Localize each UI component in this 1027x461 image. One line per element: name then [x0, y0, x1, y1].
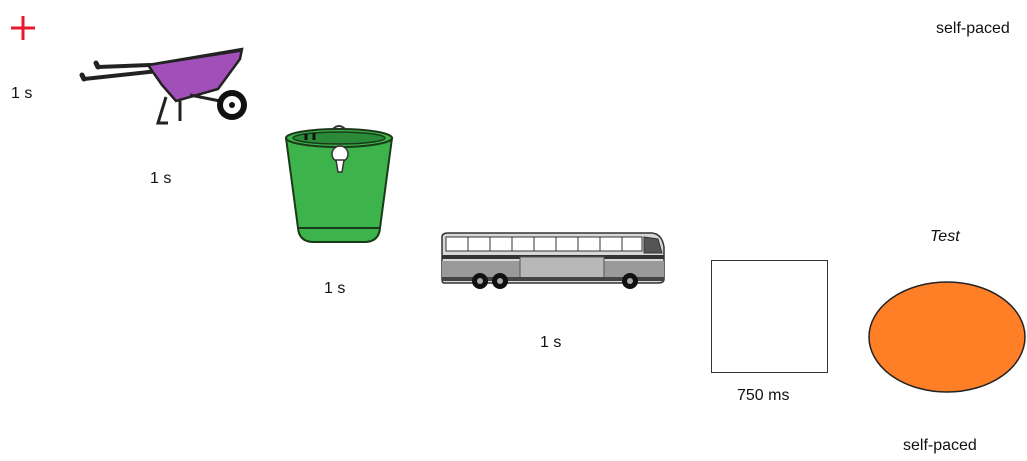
- blank-duration-label: 750 ms: [737, 387, 789, 405]
- bus-duration-label: 1 s: [540, 334, 561, 352]
- blank-screen-square: [711, 260, 828, 373]
- test-duration-label: self-paced: [903, 437, 977, 455]
- bus-icon: [440, 231, 666, 291]
- test-oval-icon: [868, 281, 1026, 393]
- top-right-self-paced-label: self-paced: [936, 20, 1010, 38]
- bucket-duration-label: 1 s: [324, 280, 345, 298]
- wheelbarrow-icon: [80, 45, 252, 129]
- wheelbarrow-duration-label: 1 s: [150, 170, 171, 188]
- test-label: Test: [930, 228, 960, 246]
- fixation-cross-icon: [11, 16, 35, 40]
- fixation-duration-label: 1 s: [11, 85, 32, 103]
- bucket-icon: [284, 124, 394, 246]
